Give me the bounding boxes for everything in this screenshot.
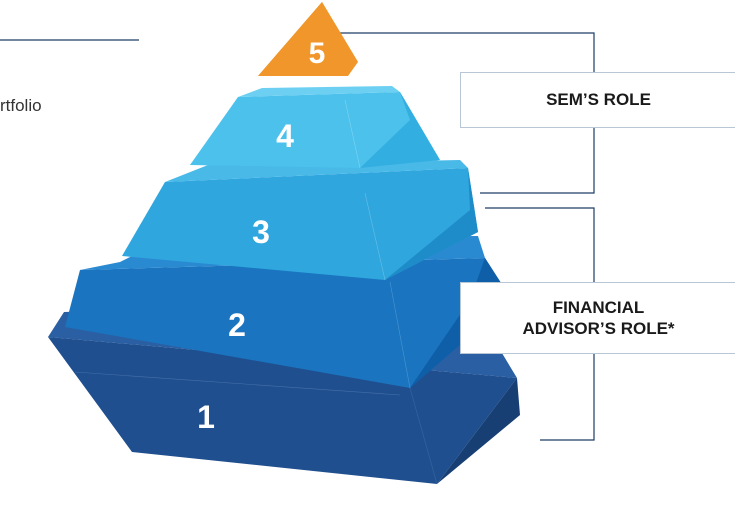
financial-advisor-connector [485,207,595,441]
financial-advisor-role-box: FINANCIAL ADVISOR’S ROLE* [460,282,735,354]
pyramid-tier-4 [190,86,440,169]
level-label-4: 4 [276,118,294,154]
level-label-2: 2 [228,307,246,343]
level-label-3: 3 [252,214,270,250]
financial-advisor-role-line1: FINANCIAL [552,298,645,317]
level-label-1: 1 [197,399,215,435]
sem-connector [338,32,595,194]
sem-role-box: SEM’S ROLE [460,72,735,128]
pyramid-tier-5 [258,2,358,76]
clipped-text-fragment: rtfolio [0,96,42,115]
sem-role-label: SEM’S ROLE [546,90,651,109]
level-label-5: 5 [309,37,326,70]
financial-advisor-role-line2: ADVISOR’S ROLE* [522,319,675,338]
